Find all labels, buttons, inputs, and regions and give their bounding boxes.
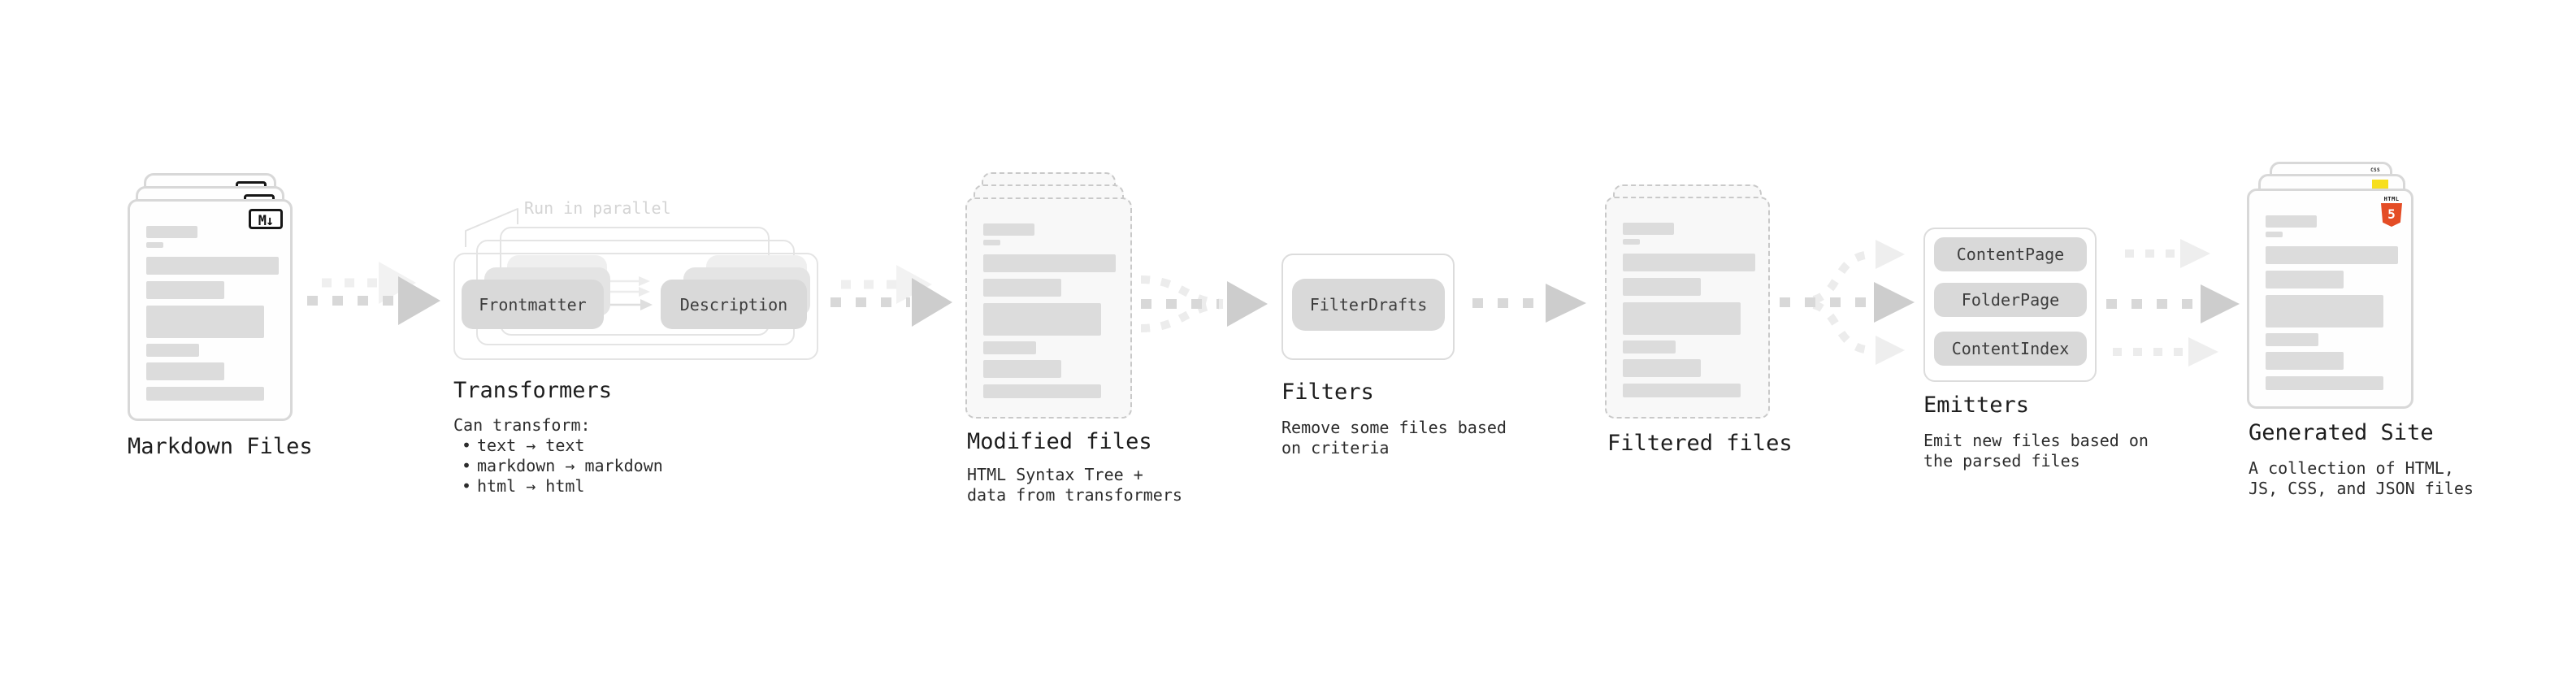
run-in-parallel-callout: Run in parallel (524, 198, 671, 218)
transformer-pill-frontmatter: Frontmatter (462, 280, 604, 329)
text-line-bar (983, 303, 1101, 336)
text-line-bar (146, 306, 264, 338)
text-line-bar (2266, 352, 2344, 370)
transformer-box (453, 253, 818, 360)
desc-line: JS, CSS, and JSON files (2249, 479, 2474, 498)
text-line-bar (146, 242, 163, 248)
arrow-transformers-to-modified (830, 265, 952, 327)
desc-bullet: •html → html (462, 476, 585, 496)
text-line-bar (2266, 246, 2398, 264)
text-line-bar (1623, 340, 1676, 354)
modified-file-card (965, 197, 1132, 419)
generated-site-desc: A collection of HTML, JS, CSS, and JSON … (2249, 458, 2474, 499)
text-line-bar (983, 254, 1116, 272)
transformers-desc: Can transform: •text → text •markdown → … (453, 415, 663, 497)
desc-line: data from transformers (967, 485, 1182, 505)
desc-bullet: •text → text (462, 436, 585, 455)
arrow-emitters-to-site (2106, 239, 2240, 367)
emitter-pill-folderpage: FolderPage (1934, 283, 2087, 317)
text-line-bar (1623, 223, 1674, 235)
text-line-bar (2266, 232, 2283, 237)
stage-label-transformers: Transformers (453, 378, 613, 403)
arrow-filtered-to-emitters (1780, 240, 1915, 365)
text-line-bar (983, 240, 1000, 245)
desc-line: A collection of HTML, (2249, 458, 2454, 478)
text-line-bar (1623, 254, 1755, 271)
text-line-bar (1623, 278, 1701, 296)
text-line-bar (2266, 271, 2344, 288)
desc-line: the parsed files (1923, 451, 2080, 471)
stage-label-emitters: Emitters (1923, 393, 2030, 418)
desc-line: Remove some files based (1281, 418, 1507, 437)
arrow-markdown-to-transformers (307, 262, 440, 325)
arrow-filters-to-filtered (1472, 284, 1586, 323)
text-line-bar (146, 387, 264, 401)
stage-label-filtered-files: Filtered files (1607, 431, 1793, 456)
text-line-bar (146, 281, 224, 299)
desc-line: on criteria (1281, 438, 1390, 458)
markdown-icon: M↓ (249, 209, 283, 229)
stage-label-modified-files: Modified files (967, 429, 1152, 454)
text-line-bar (983, 360, 1061, 378)
desc-line: HTML Syntax Tree + (967, 465, 1143, 484)
html5-icon: HTML 5 (2381, 196, 2402, 227)
desc-line: Emit new files based on (1923, 431, 2149, 450)
emitter-pill-contentpage: ContentPage (1934, 237, 2087, 271)
transformer-mini-arrows (608, 276, 653, 310)
desc-line: Can transform: (453, 415, 591, 435)
emitters-desc: Emit new files based on the parsed files (1923, 431, 2149, 471)
text-line-bar (146, 226, 197, 238)
stage-label-filters: Filters (1281, 380, 1374, 405)
filters-desc: Remove some files based on criteria (1281, 418, 1507, 458)
stage-label-markdown-files: Markdown Files (128, 434, 313, 459)
emitter-pill-contentindex: ContentIndex (1934, 332, 2087, 366)
text-line-bar (983, 223, 1034, 236)
text-line-bar (1623, 239, 1640, 245)
text-line-bar (146, 344, 199, 357)
markdown-file-card: M↓ (128, 199, 293, 421)
text-line-bar (983, 279, 1061, 297)
filtered-file-card (1605, 197, 1770, 419)
filter-pill-filterdrafts: FilterDrafts (1292, 279, 1445, 331)
modified-files-desc: HTML Syntax Tree + data from transformer… (967, 465, 1182, 505)
text-line-bar (1623, 302, 1741, 335)
text-line-bar (146, 257, 279, 275)
text-line-bar (2266, 215, 2317, 228)
text-line-bar (146, 362, 224, 380)
callout-line (465, 208, 518, 247)
transformer-pill-description: Description (661, 280, 807, 329)
site-file-card-html: HTML 5 (2247, 189, 2413, 409)
text-line-bar (1623, 359, 1701, 377)
text-line-bar (983, 341, 1036, 354)
stage-label-generated-site: Generated Site (2249, 420, 2434, 445)
arrow-modified-to-filters (1140, 275, 1268, 332)
text-line-bar (2266, 376, 2383, 390)
text-line-bar (2266, 295, 2383, 327)
text-line-bar (1623, 384, 1741, 397)
text-line-bar (2266, 333, 2318, 346)
desc-bullet: •markdown → markdown (462, 456, 663, 475)
text-line-bar (983, 384, 1101, 398)
